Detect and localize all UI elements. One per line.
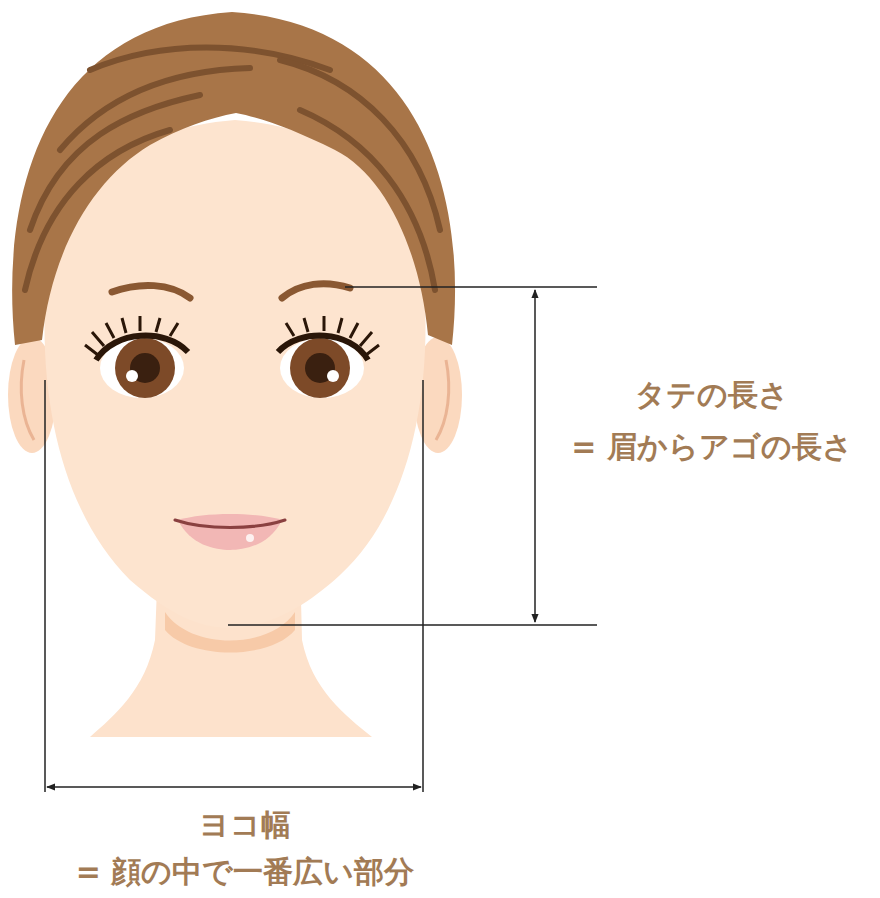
right-eye bbox=[278, 316, 379, 398]
eyebrow bbox=[112, 285, 190, 298]
dimension-lines bbox=[45, 287, 597, 792]
hair bbox=[12, 12, 455, 345]
left-eye bbox=[85, 316, 188, 398]
eyebrow bbox=[282, 284, 350, 298]
dimension-label: タテの長さ bbox=[635, 378, 789, 412]
mouth bbox=[175, 514, 285, 550]
hair-streaks bbox=[25, 48, 440, 291]
face bbox=[44, 120, 425, 628]
dimension-note: = 眉からアゴの長さ bbox=[571, 430, 853, 464]
dimension-note: = 顔の中で一番広い部分 bbox=[76, 855, 415, 889]
dimension-label: ヨコ幅 bbox=[199, 808, 291, 842]
